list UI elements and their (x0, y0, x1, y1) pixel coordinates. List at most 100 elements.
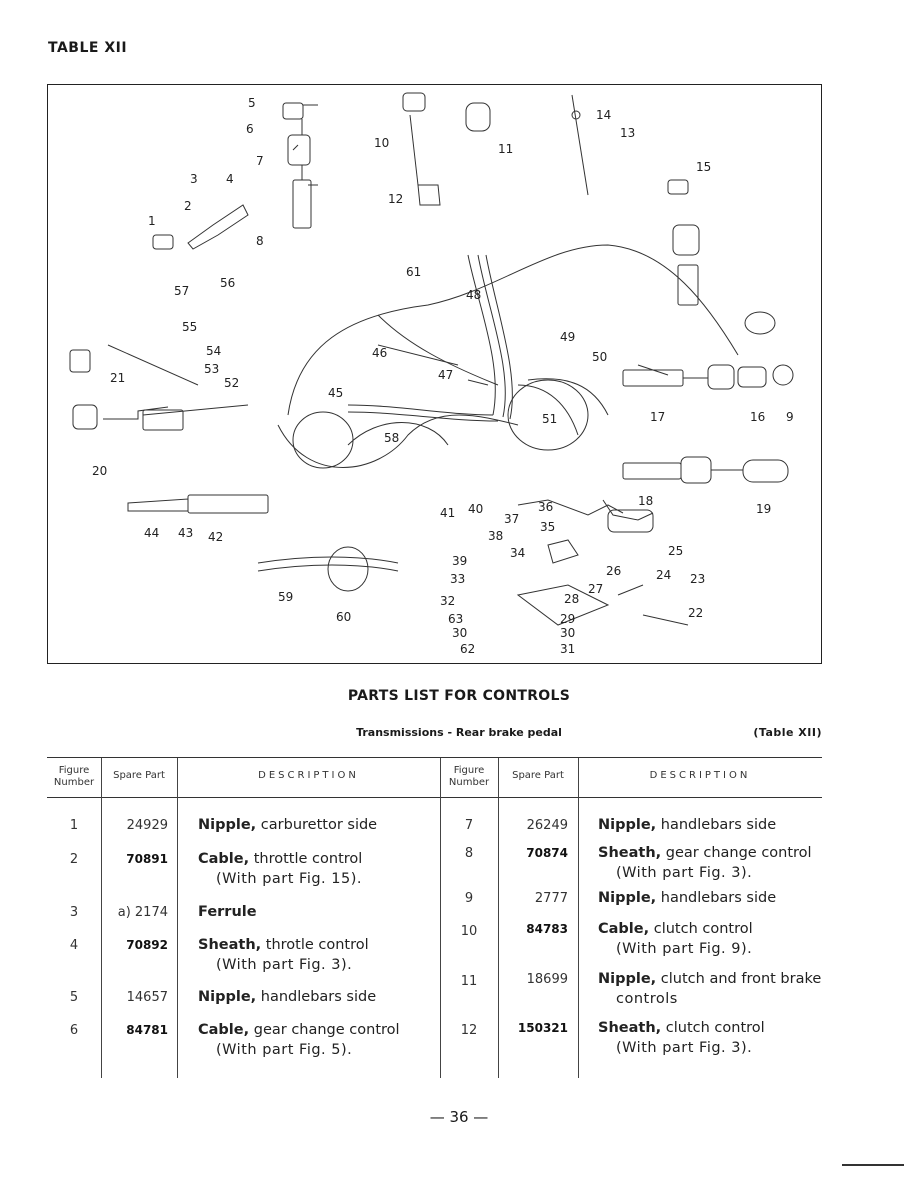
callout-60: 60 (336, 610, 351, 624)
figure-number: 12 (460, 1023, 478, 1038)
callout-18: 18 (638, 494, 653, 508)
spare-part-number: 24929 (126, 818, 168, 833)
callout-36: 36 (538, 500, 553, 514)
callout-46: 46 (372, 346, 387, 360)
exploded-parts-figure: 1 2 3 4 5 6 7 8 9 10 11 12 13 14 15 16 1… (47, 84, 822, 664)
part-description: Sheath, throtle control(With part Fig. 3… (198, 937, 369, 973)
callout-23: 23 (690, 572, 705, 586)
callout-55: 55 (182, 320, 197, 334)
callout-49: 49 (560, 330, 575, 344)
callout-51: 51 (542, 412, 557, 426)
column-divider (177, 758, 178, 1078)
part-description: Sheath, gear change control(With part Fi… (598, 845, 812, 881)
figure-number: 6 (69, 1023, 79, 1038)
figure-number: 4 (69, 938, 79, 953)
part-description: Nipple, handlebars side (598, 817, 777, 833)
callout-7: 7 (256, 154, 264, 168)
figure-number: 9 (464, 891, 474, 906)
parts-list-subtitle: Transmissions - Rear brake pedal (356, 726, 562, 739)
callout-6: 6 (246, 122, 254, 136)
corner-mark (842, 1164, 904, 1166)
callout-12: 12 (388, 192, 403, 206)
callout-25: 25 (668, 544, 683, 558)
callout-62: 62 (460, 642, 475, 656)
spare-part-number: a) 2174 (117, 905, 168, 920)
callout-1: 1 (148, 214, 156, 228)
spare-part-number: 14657 (126, 990, 168, 1005)
callout-53: 53 (204, 362, 219, 376)
callout-16: 16 (750, 410, 765, 424)
callout-24: 24 (656, 568, 671, 582)
table-top-rule (47, 757, 822, 758)
callout-26: 26 (606, 564, 621, 578)
callout-11: 11 (498, 142, 513, 156)
callout-50: 50 (592, 350, 607, 364)
callout-28: 28 (564, 592, 579, 606)
callout-9: 9 (786, 410, 794, 424)
figure-number: 3 (69, 905, 79, 920)
callout-37: 37 (504, 512, 519, 526)
part-description: Nipple, handlebars side (198, 989, 377, 1005)
figure-number: 11 (460, 974, 478, 989)
spare-part-number: 70891 (126, 852, 168, 866)
callout-13: 13 (620, 126, 635, 140)
header-description: DESCRIPTION (258, 770, 359, 781)
part-description: Cable, gear change control(With part Fig… (198, 1022, 400, 1058)
column-divider (578, 758, 579, 1078)
parts-diagram: 1 2 3 4 5 6 7 8 9 10 11 12 13 14 15 16 1… (69, 92, 794, 656)
table-tag: TABLE XII (48, 40, 128, 56)
callout-39: 39 (452, 554, 467, 568)
callout-34: 34 (510, 546, 525, 560)
part-description: Sheath, clutch control(With part Fig. 3)… (598, 1020, 765, 1056)
callout-2: 2 (184, 199, 192, 213)
spare-part-number: 84781 (126, 1023, 168, 1037)
header-spare-part: Spare Part (512, 770, 564, 781)
callout-15: 15 (696, 160, 711, 174)
spare-part-number: 150321 (517, 1021, 568, 1035)
callout-58: 58 (384, 431, 399, 445)
callout-44: 44 (144, 526, 159, 540)
callout-38: 38 (488, 529, 503, 543)
spare-part-number: 2777 (534, 891, 568, 906)
callout-22: 22 (688, 606, 703, 620)
parts-list-title: PARTS LIST FOR CONTROLS (347, 688, 571, 704)
callout-52: 52 (224, 376, 239, 390)
callout-14: 14 (596, 108, 611, 122)
callout-56: 56 (220, 276, 235, 290)
callout-42: 42 (208, 530, 223, 544)
callout-61: 61 (406, 265, 421, 279)
part-description: Nipple, carburettor side (198, 817, 378, 833)
callout-45: 45 (328, 386, 343, 400)
callout-41: 41 (440, 506, 455, 520)
part-description: Cable, throttle control(With part Fig. 1… (198, 851, 363, 887)
callout-43: 43 (178, 526, 193, 540)
spare-part-number: 84783 (526, 922, 568, 936)
callout-57: 57 (174, 284, 189, 298)
callout-59: 59 (278, 590, 293, 604)
callout-10: 10 (374, 136, 389, 150)
callout-31: 31 (560, 642, 575, 656)
callout-19: 19 (756, 502, 771, 516)
spare-part-number: 70874 (526, 846, 568, 860)
figure-callouts: 1 2 3 4 5 6 7 8 9 10 11 12 13 14 15 16 1… (92, 96, 794, 656)
part-description: Ferrule (198, 904, 257, 920)
callout-30-right: 30 (560, 626, 575, 640)
figure-number: 8 (464, 846, 474, 861)
part-description: Cable, clutch control(With part Fig. 9). (598, 921, 753, 957)
column-divider (498, 758, 499, 1078)
callout-33: 33 (450, 572, 465, 586)
header-bottom-rule (47, 797, 822, 798)
part-description: Nipple, handlebars side (598, 890, 777, 906)
callout-8: 8 (256, 234, 264, 248)
callout-47: 47 (438, 368, 453, 382)
callout-30-left: 30 (452, 626, 467, 640)
callout-17: 17 (650, 410, 665, 424)
figure-number: 2 (69, 852, 79, 867)
callout-4: 4 (226, 172, 234, 186)
callout-48: 48 (466, 288, 481, 302)
callout-3: 3 (190, 172, 198, 186)
spare-part-number: 70892 (126, 938, 168, 952)
